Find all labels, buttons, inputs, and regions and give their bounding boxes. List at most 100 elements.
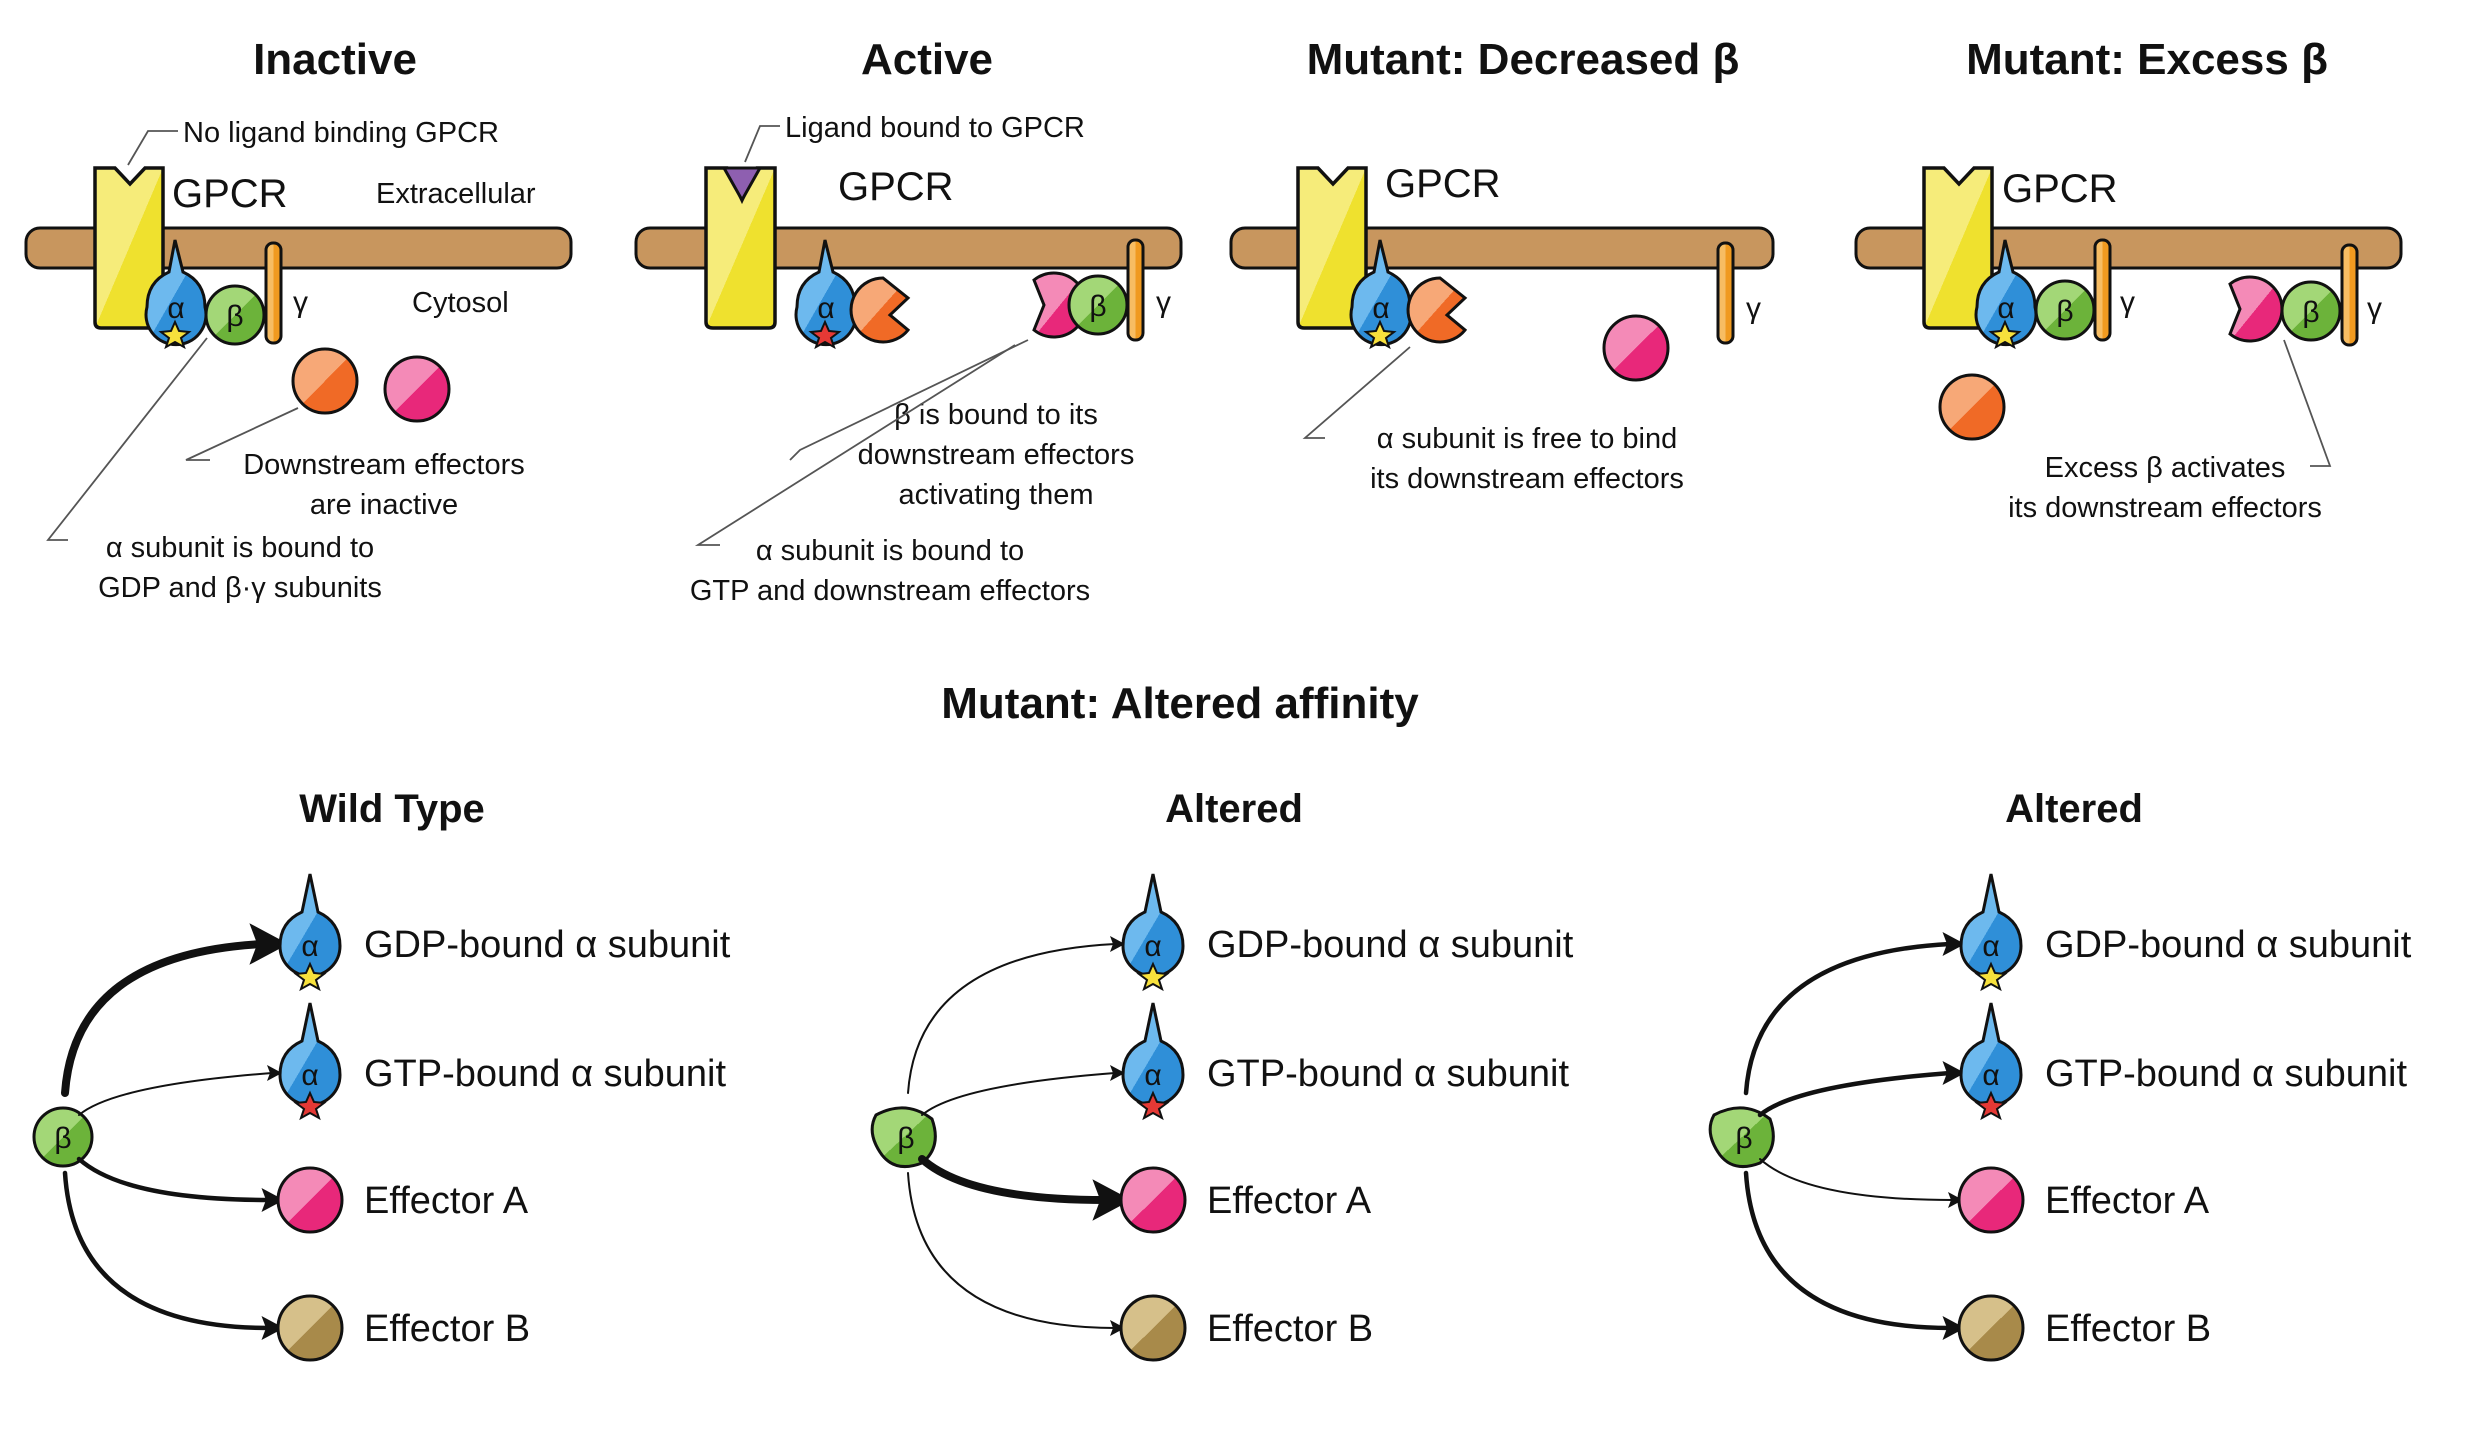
note-excess-beta-2: its downstream effectors	[2008, 492, 2322, 524]
beta-subunit: β	[2034, 279, 2096, 341]
affinity-row-label: Effector A	[1207, 1180, 1372, 1222]
alpha-glyph: α	[1144, 1059, 1161, 1092]
affinity-arrow	[918, 1155, 1132, 1221]
note-effectors-inactive-1: Downstream effectors	[243, 449, 525, 481]
panel-title-excess-beta: Mutant: Excess β	[1966, 35, 2328, 84]
beta-glyph: β	[2056, 295, 2073, 328]
alpha-gdp-icon: α	[278, 873, 342, 992]
panel-title-decreased-beta: Mutant: Decreased β	[1307, 35, 1740, 84]
beta-glyph: β	[2302, 296, 2319, 329]
affinity-row-label: Effector B	[364, 1308, 530, 1350]
effector-a-icon	[276, 1166, 344, 1234]
alpha-gtp-icon: α	[1959, 1002, 2023, 1121]
callout-line	[46, 337, 208, 541]
affinity-column-title: Wild Type	[299, 787, 485, 831]
alpha-glyph: α	[1982, 1059, 1999, 1092]
affinity-column-title: Altered	[1165, 787, 1303, 831]
gamma-subunit	[2093, 238, 2112, 342]
affinity-row-label: Effector A	[2045, 1180, 2210, 1222]
gamma-subunit	[1126, 238, 1145, 342]
gtp-star-icon	[808, 319, 842, 350]
beta-glyph: β	[226, 300, 243, 333]
affinity-arrow	[1743, 1170, 1965, 1340]
callout-line	[694, 344, 1016, 546]
beta-subunit: β	[2280, 280, 2342, 342]
gtp-star-icon	[1974, 1090, 2008, 1121]
affinity-arrow	[907, 1172, 1125, 1336]
callout-ligand-bound: Ligand bound to GPCR	[785, 112, 1085, 144]
gdp-star-icon	[1363, 319, 1397, 350]
affinity-title: Mutant: Altered affinity	[941, 679, 1419, 728]
note-alpha-gtp-1: α subunit is bound to	[756, 535, 1024, 567]
effector-pink	[383, 355, 451, 423]
affinity-row-label: GDP-bound α subunit	[1207, 924, 1574, 966]
alpha-glyph: α	[817, 292, 834, 325]
alpha-glyph: α	[167, 292, 184, 325]
affinity-arrow	[1759, 1158, 1963, 1208]
alpha-gdp-icon: α	[1959, 873, 2023, 992]
affinity-arrow	[1743, 932, 1965, 1096]
beta-glyph: β	[897, 1122, 914, 1155]
gpcr-label: GPCR	[838, 165, 954, 209]
effector-a-icon	[1957, 1166, 2025, 1234]
note-effectors-inactive-2: are inactive	[310, 489, 458, 521]
gdp-star-icon	[293, 961, 327, 992]
affinity-row-label: GTP-bound α subunit	[1207, 1053, 1570, 1095]
alpha-subunit-gdp: α	[144, 239, 208, 350]
gamma-subunit	[264, 241, 283, 345]
note-excess-beta-1: Excess β activates	[2045, 452, 2286, 484]
effector-orange-bound	[1406, 276, 1468, 344]
affinity-arrow	[61, 923, 289, 1097]
alpha-subunit-gdp: α	[1974, 239, 2038, 350]
alpha-glyph: α	[301, 930, 318, 963]
alpha-glyph: α	[1997, 292, 2014, 325]
alpha-gtp-icon: α	[278, 1002, 342, 1121]
gdp-star-icon	[1136, 961, 1170, 992]
beta-glyph: β	[1735, 1122, 1752, 1155]
affinity-column-title: Altered	[2005, 787, 2143, 831]
panel-title-active: Active	[861, 35, 993, 84]
effector-orange-bound	[849, 276, 911, 344]
affinity-arrow	[62, 1170, 284, 1340]
beta-subunit: β	[32, 1106, 94, 1168]
alpha-glyph: α	[1144, 930, 1161, 963]
note-alpha-free-1: α subunit is free to bind	[1377, 423, 1678, 455]
alpha-glyph: α	[1982, 930, 1999, 963]
alpha-gtp-icon: α	[1121, 1002, 1185, 1121]
effector-orange	[291, 347, 359, 415]
affinity-arrow	[921, 1065, 1125, 1116]
note-alpha-free-2: its downstream effectors	[1370, 463, 1684, 495]
affinity-row-label: Effector B	[1207, 1308, 1373, 1350]
beta-glyph: β	[1089, 290, 1106, 323]
effector-pink-bound	[2228, 275, 2284, 343]
callout-line	[127, 130, 178, 166]
affinity-arrow	[907, 936, 1125, 1094]
gtp-star-icon	[1136, 1090, 1170, 1121]
gamma-label: γ	[2120, 286, 2135, 319]
note-beta-bound-2: downstream effectors	[858, 439, 1135, 471]
gdp-star-icon	[158, 319, 192, 350]
alpha-subunit-gdp: α	[1349, 239, 1413, 350]
beta-subunit: β	[1708, 1106, 1775, 1169]
affinity-row-label: GDP-bound α subunit	[2045, 924, 2412, 966]
gdp-star-icon	[1988, 319, 2022, 350]
callout-line	[744, 125, 780, 163]
affinity-arrow	[76, 1156, 284, 1212]
effector-b-icon	[1119, 1294, 1187, 1362]
gamma-label: γ	[1156, 286, 1171, 319]
gamma-label: γ	[1746, 292, 1761, 325]
gamma-label: γ	[293, 286, 308, 319]
beta-glyph: β	[54, 1122, 71, 1155]
cytosol-label: Cytosol	[412, 287, 509, 319]
panel-title-inactive: Inactive	[253, 35, 417, 84]
gamma-label: γ	[2367, 292, 2382, 325]
note-beta-bound-1: β is bound to its	[894, 399, 1098, 431]
note-alpha-bound-2: GDP and β·γ subunits	[98, 572, 382, 604]
gpcr-label: GPCR	[172, 172, 288, 216]
beta-subunit: β	[1067, 274, 1129, 336]
beta-subunit: β	[204, 284, 266, 346]
affinity-row-label: GDP-bound α subunit	[364, 924, 731, 966]
